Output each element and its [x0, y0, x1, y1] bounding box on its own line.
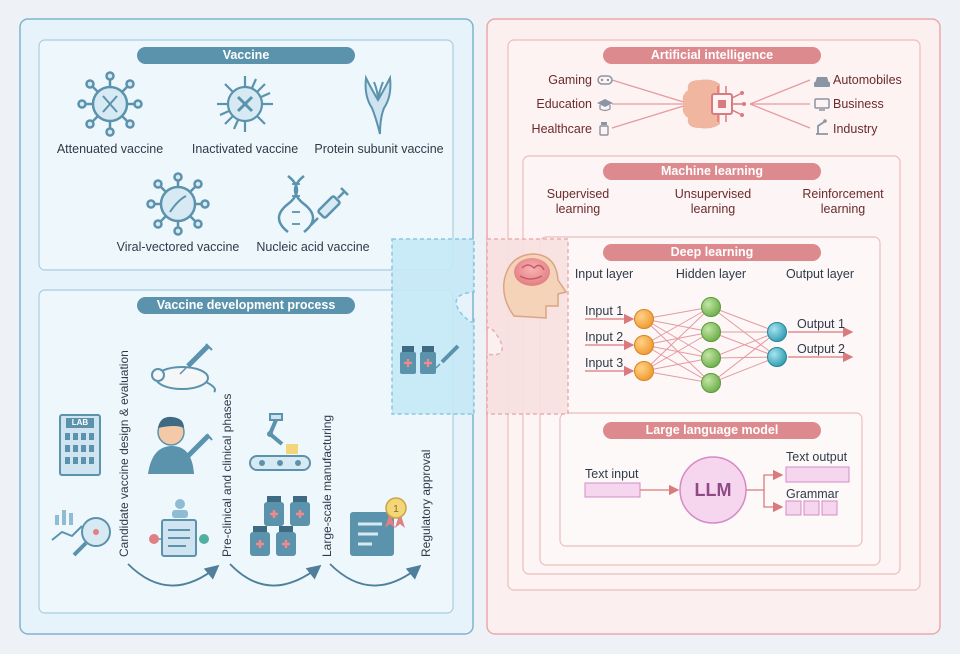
process-arrow-1 — [127, 563, 220, 587]
nn-edge-h4-out2 — [710, 356, 778, 384]
industry-arm-icon — [816, 119, 828, 135]
stage-manufacturing: Large-scale manufacturing — [320, 414, 334, 557]
process-arrow-2 — [229, 563, 322, 587]
dna-syringe-icon — [277, 175, 349, 233]
ai-title: Artificial intelligence — [603, 47, 821, 64]
process-arrow-3 — [329, 563, 422, 587]
ai-connection-lines — [611, 79, 811, 129]
nn-hidden-node-3 — [701, 348, 721, 368]
nn-output-node-1 — [767, 322, 787, 342]
nn-edge-in2-h1 — [643, 306, 712, 346]
vaccine-type-attenuated: Attenuated vaccine — [56, 142, 164, 156]
patient-vaccination-icon — [148, 416, 213, 474]
gamepad-icon — [597, 75, 613, 85]
robot-arm-icon — [249, 413, 311, 471]
nn-input-node-1 — [634, 309, 654, 329]
stage-regulatory-approval: Regulatory approval — [419, 449, 433, 557]
llm-center-label: LLM — [694, 480, 732, 500]
vaccine-bottles-icon — [250, 496, 310, 556]
llm-out-arrow-bottom — [763, 490, 784, 513]
llm-title: Large language model — [603, 422, 821, 439]
document-review-icon — [149, 499, 209, 557]
approval-certificate-icon: 1 — [350, 497, 407, 556]
mouse-syringe-icon — [151, 343, 216, 393]
grammar-token-2 — [803, 500, 820, 516]
grammar-token-1 — [785, 500, 802, 516]
nn-hidden-node-2 — [701, 322, 721, 342]
viral-vector-icon — [146, 172, 210, 236]
nn-hidden-node-4 — [701, 373, 721, 393]
dl-input-1: Input 1 — [585, 304, 624, 318]
attenuated-virus-icon — [77, 71, 143, 137]
ai-item-industry: Industry — [833, 122, 878, 136]
text-input-box — [584, 482, 641, 498]
puzzle-left-piece — [391, 238, 475, 415]
vaccine-type-nucleic-acid: Nucleic acid vaccine — [256, 240, 370, 254]
nn-edge-in3-h3 — [643, 357, 712, 372]
dl-output-1: Output 1 — [797, 317, 845, 331]
lab-sign-label: LAB — [71, 418, 89, 427]
llm-grammar-label: Grammar — [786, 487, 839, 501]
stage-candidate-design: Candidate vaccine design & evaluation — [117, 350, 131, 557]
medicine-bottle-icon — [599, 122, 609, 136]
nn-hidden-node-1 — [701, 297, 721, 317]
nn-edge-h1-out1 — [710, 306, 778, 333]
nn-input-node-3 — [634, 361, 654, 381]
vaccine-type-inactivated: Inactivated vaccine — [191, 142, 299, 156]
nn-output-node-2 — [767, 347, 787, 367]
svg-text:1: 1 — [393, 504, 399, 515]
ai-brain-chip-icon — [682, 79, 746, 129]
car-icon — [814, 77, 830, 87]
vaccine-type-protein-subunit: Protein subunit vaccine — [314, 142, 444, 156]
analysis-magnifier-icon — [51, 510, 111, 557]
grammar-token-3 — [821, 500, 838, 516]
graduation-cap-icon — [597, 99, 613, 112]
head-brain-icon — [502, 253, 568, 319]
text-output-box — [785, 466, 850, 483]
llm-out-arrow-top — [746, 469, 784, 491]
ml-reinforcement: Reinforcement learning — [802, 187, 884, 216]
llm-text-output-label: Text output — [786, 450, 848, 464]
nn-edge-h4-out1 — [710, 331, 778, 384]
nn-edge-h3-out1 — [710, 331, 778, 359]
dl-title: Deep learning — [603, 244, 821, 261]
llm-text-input-label: Text input — [585, 467, 639, 481]
ai-item-gaming: Gaming — [548, 73, 592, 87]
nn-edge-in3-h2 — [643, 331, 712, 372]
inactivated-virus-icon — [217, 76, 273, 132]
lab-building-icon — [59, 414, 101, 476]
ai-item-business: Business — [833, 97, 884, 111]
dl-output-layer: Output layer — [785, 267, 855, 281]
ai-item-education: Education — [536, 97, 592, 111]
ml-supervised: Supervised learning — [546, 187, 610, 216]
dl-output-2: Output 2 — [797, 342, 845, 356]
vaccine-type-viral-vectored: Viral-vectored vaccine — [116, 240, 240, 254]
dl-input-3: Input 3 — [585, 356, 624, 370]
ai-item-healthcare: Healthcare — [531, 122, 592, 136]
nn-edges — [643, 306, 778, 384]
nn-input-node-2 — [634, 335, 654, 355]
stage-clinical-phases: Pre-clinical and clinical phases — [220, 393, 234, 557]
dl-input-2: Input 2 — [585, 330, 624, 344]
nn-io-arrows — [585, 313, 854, 377]
ai-item-automobiles: Automobiles — [833, 73, 902, 87]
ml-unsupervised: Unsupervised learning — [674, 187, 752, 216]
process-box — [38, 289, 454, 614]
nn-edge-in3-h1 — [643, 306, 712, 372]
nn-edge-in1-h1 — [643, 306, 712, 320]
ml-title: Machine learning — [603, 163, 821, 180]
process-title: Vaccine development process — [137, 297, 355, 314]
nn-nodes — [634, 297, 787, 393]
dl-input-layer: Input layer — [574, 267, 634, 281]
protein-subunit-icon — [364, 74, 392, 135]
monitor-icon — [814, 98, 830, 111]
vaccine-box — [38, 39, 454, 271]
dl-hidden-layer: Hidden layer — [675, 267, 747, 281]
vaccine-title: Vaccine — [137, 47, 355, 64]
nn-edge-in3-h4 — [643, 370, 712, 384]
puzzle-vaccine-icon — [400, 344, 460, 374]
